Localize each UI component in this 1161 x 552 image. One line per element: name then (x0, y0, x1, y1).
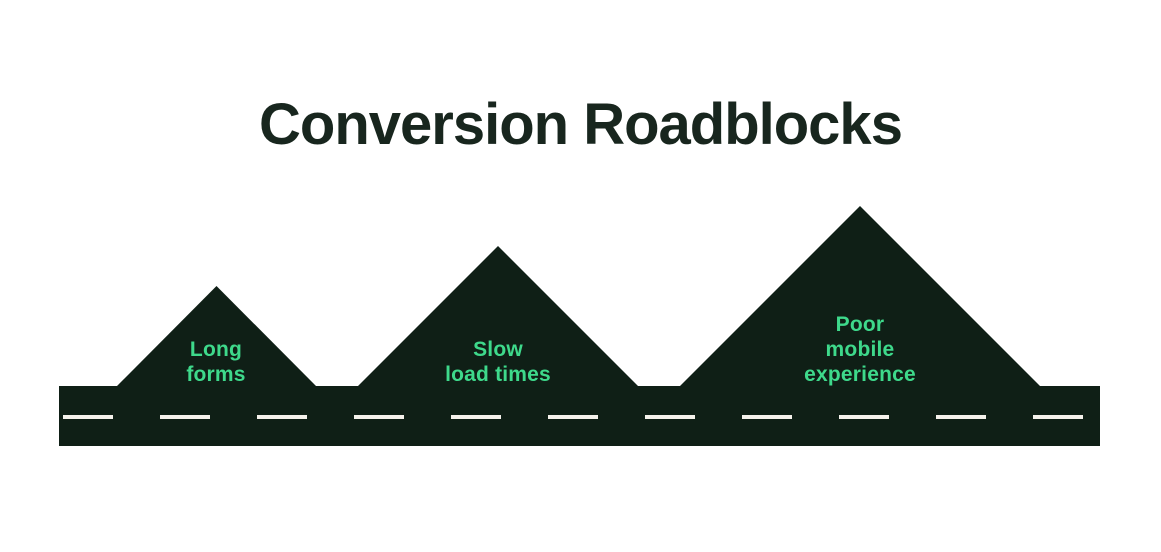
label-line: Long (189, 338, 243, 361)
label-line: experience (804, 363, 916, 386)
roadblock-label-poor-mobile-experience: Poor mobile experience (804, 312, 916, 387)
roadblock-label-long-forms: Long forms (186, 337, 245, 387)
page-title: Conversion Roadblocks (259, 92, 903, 157)
label-line: forms (186, 363, 246, 386)
roadblock-label-slow-load-times: Slow load times (445, 337, 551, 387)
label-line: load times (445, 363, 551, 386)
label-line: mobile (825, 338, 895, 361)
label-line: Poor (835, 313, 885, 336)
label-line: Slow (473, 338, 523, 361)
road-lane-markings (59, 415, 1100, 419)
road (59, 386, 1100, 446)
